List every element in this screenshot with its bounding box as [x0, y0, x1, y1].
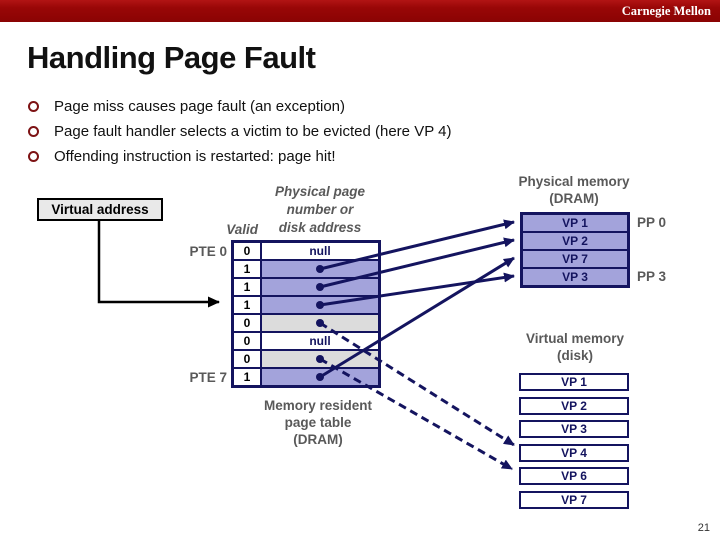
pte0-label: PTE 0: [189, 244, 227, 259]
page-table: 0 null 1 1 1 0 0 null 0 1: [231, 240, 381, 388]
pte-entry: [262, 351, 378, 367]
physical-memory-title: Physical memory (DRAM): [498, 173, 650, 207]
valid-bit: 0: [234, 315, 260, 331]
valid-bit: 1: [234, 369, 260, 385]
pte7-label: PTE 7: [189, 370, 227, 385]
bullet-icon: [28, 126, 39, 137]
bullet-text: Page miss causes page fault (an exceptio…: [54, 98, 345, 115]
bullet-icon: [28, 101, 39, 112]
brand-label: Carnegie Mellon: [621, 3, 711, 18]
pte-entry: [262, 279, 378, 295]
bullet-list: Page miss causes page fault (an exceptio…: [28, 98, 628, 173]
virtual-memory-title: Virtual memory (disk): [500, 330, 650, 364]
pte-entry: [262, 261, 378, 277]
pte-entry: null: [262, 243, 378, 259]
pp0-label: PP 0: [637, 215, 667, 230]
dram-row: VP 3: [523, 269, 627, 285]
valid-header: Valid: [226, 222, 258, 237]
pte-entry: null: [262, 333, 378, 349]
valid-bit: 0: [234, 351, 260, 367]
page-title: Handling Page Fault: [27, 40, 316, 75]
physical-memory-title-line: (DRAM): [549, 191, 599, 206]
virtual-address-box: Virtual address: [37, 198, 163, 221]
disk-row: VP 6: [519, 467, 629, 485]
disk-row: VP 4: [519, 443, 629, 462]
disk-row: VP 2: [519, 396, 629, 415]
virtual-memory-title-line: (disk): [556, 348, 593, 363]
caption-line: (DRAM): [293, 432, 343, 447]
valid-bit: 1: [234, 279, 260, 295]
dram-row: VP 1: [523, 215, 627, 231]
bullet-icon: [28, 151, 39, 162]
ppn-header-line: number or: [286, 202, 354, 217]
pte-entry: [262, 297, 378, 313]
disk-row: VP 7: [519, 490, 629, 509]
top-banner: Carnegie Mellon: [0, 0, 720, 22]
bullet-text: Offending instruction is restarted: page…: [54, 148, 336, 165]
valid-bit: 1: [234, 297, 260, 313]
page-table-caption: Memory resident page table (DRAM): [243, 397, 393, 448]
disk-row: VP 3: [519, 420, 629, 438]
ppn-header-line: disk address: [278, 220, 362, 235]
dram-box: VP 1 VP 2 VP 7 VP 3: [520, 212, 630, 288]
physical-memory-title-line: Physical memory: [518, 174, 630, 189]
ppn-header-line: Physical page: [274, 184, 366, 199]
pp3-label: PP 3: [637, 269, 667, 284]
dram-row: VP 2: [523, 233, 627, 249]
page-number: 21: [697, 522, 710, 534]
virtual-memory-title-line: Virtual memory: [525, 331, 625, 346]
list-item: Page miss causes page fault (an exceptio…: [28, 98, 628, 115]
pte-entry: [262, 369, 378, 385]
disk-row: VP 1: [519, 373, 629, 391]
dram-row: VP 7: [523, 251, 627, 267]
valid-bit: 0: [234, 243, 260, 259]
disk-box-list: VP 1 VP 2 VP 3 VP 4 VP 6 VP 7: [519, 373, 629, 509]
valid-bit: 1: [234, 261, 260, 277]
list-item: Page fault handler selects a victim to b…: [28, 123, 628, 140]
valid-bit: 0: [234, 333, 260, 349]
list-item: Offending instruction is restarted: page…: [28, 148, 628, 165]
bullet-text: Page fault handler selects a victim to b…: [54, 123, 452, 140]
caption-line: Memory resident: [263, 398, 373, 413]
pte-entry: [262, 315, 378, 331]
caption-line: page table: [284, 415, 352, 430]
ppn-header: Physical page number or disk address: [240, 183, 400, 237]
